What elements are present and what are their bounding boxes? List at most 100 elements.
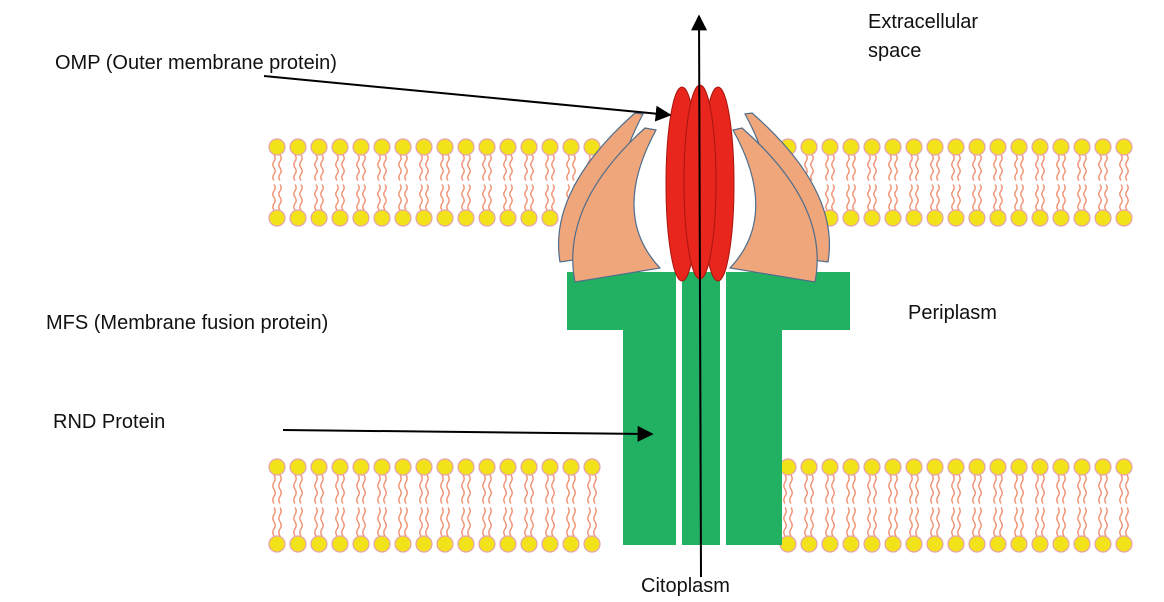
lipid-tail [552, 185, 554, 211]
omp-pointer-arrow [264, 76, 670, 115]
outer-membrane-right [780, 139, 1132, 226]
phospholipid-head [906, 139, 922, 155]
phospholipid-head [843, 536, 859, 552]
lipid-tail [1057, 508, 1059, 537]
lipid-tail [426, 185, 428, 211]
lipid-tail [958, 508, 960, 537]
phospholipid-head [1095, 139, 1111, 155]
phospholipid-head [864, 139, 880, 155]
lipid-tail [910, 475, 912, 504]
phospholipid-head [437, 536, 453, 552]
lipid-tail [399, 475, 401, 504]
lipid-tail [1042, 508, 1044, 537]
lipid-tail [483, 185, 485, 211]
phospholipid-head [969, 536, 985, 552]
phospholipid-head [1095, 210, 1111, 226]
phospholipid-head [801, 536, 817, 552]
lipid-tail [531, 185, 533, 211]
lipid-tail [952, 185, 954, 211]
phospholipid-head [1116, 139, 1132, 155]
rnd-protein [567, 272, 850, 545]
lipid-tail [357, 508, 359, 537]
lipid-tail [973, 475, 975, 504]
citoplasm-label: Citoplasm [641, 575, 730, 597]
lipid-tail [1021, 508, 1023, 537]
lipid-tail [552, 475, 554, 504]
lipid-tail [483, 155, 485, 181]
lipid-tail [916, 185, 918, 211]
lipid-tail [1105, 155, 1107, 181]
lipid-tail [1126, 508, 1128, 537]
lipid-tail [273, 475, 275, 504]
lipid-tail [832, 475, 834, 504]
lipid-tail [958, 155, 960, 181]
lipid-tail [853, 155, 855, 181]
phospholipid-head [542, 210, 558, 226]
lipid-tail [363, 508, 365, 537]
lipid-tail [321, 475, 323, 504]
lipid-tail [1105, 475, 1107, 504]
phospholipid-head [948, 459, 964, 475]
phospholipid-head [927, 536, 943, 552]
lipid-tail [546, 185, 548, 211]
phospholipid-head [521, 459, 537, 475]
phospholipid-head [395, 210, 411, 226]
lipid-tail [441, 508, 443, 537]
lipid-tail [805, 475, 807, 504]
lipid-tail [952, 475, 954, 504]
lipid-tail [426, 475, 428, 504]
phospholipid-head [374, 139, 390, 155]
lipid-tail [483, 475, 485, 504]
phospholipid-head [332, 459, 348, 475]
lipid-tail [1105, 185, 1107, 211]
lipid-tail [483, 508, 485, 537]
lipid-tail [357, 155, 359, 181]
lipid-tail [1057, 475, 1059, 504]
lipid-tail [273, 155, 275, 181]
phospholipid-head [290, 536, 306, 552]
phospholipid-head [1053, 210, 1069, 226]
lipid-tail [973, 508, 975, 537]
lipid-tail [1099, 155, 1101, 181]
lipid-tail [357, 185, 359, 211]
lipid-tail [958, 185, 960, 211]
phospholipid-head [927, 459, 943, 475]
phospholipid-head [906, 210, 922, 226]
lipid-tail [321, 155, 323, 181]
lipid-tail [336, 475, 338, 504]
lipid-tail [1120, 185, 1122, 211]
lipid-tail [300, 475, 302, 504]
lipid-tail [994, 155, 996, 181]
rnd-pointer-arrow [283, 430, 652, 434]
lipid-tail [847, 475, 849, 504]
phospholipid-head [311, 536, 327, 552]
lipid-tail [826, 155, 828, 181]
lipid-tail [1063, 508, 1065, 537]
lipid-tail [504, 475, 506, 504]
lipid-tail [279, 508, 281, 537]
lipid-tail [378, 475, 380, 504]
lipid-tail [895, 475, 897, 504]
lipid-tail [1099, 508, 1101, 537]
phospholipid-head [353, 459, 369, 475]
lipid-tail [363, 155, 365, 181]
phospholipid-head [542, 139, 558, 155]
lipid-tail [504, 185, 506, 211]
lipid-tail [399, 155, 401, 181]
phospholipid-head [395, 139, 411, 155]
lipid-tail [1021, 185, 1023, 211]
phospholipid-head [864, 536, 880, 552]
phospholipid-head [885, 459, 901, 475]
lipid-tail [405, 185, 407, 211]
lipid-tail [847, 155, 849, 181]
lipid-tail [546, 155, 548, 181]
lipid-tail [399, 508, 401, 537]
lipid-tail [300, 185, 302, 211]
phospholipid-head [374, 536, 390, 552]
lipid-tail [1063, 475, 1065, 504]
lipid-tail [916, 155, 918, 181]
lipid-tail [1000, 508, 1002, 537]
phospholipid-head [479, 536, 495, 552]
lipid-tail [384, 155, 386, 181]
